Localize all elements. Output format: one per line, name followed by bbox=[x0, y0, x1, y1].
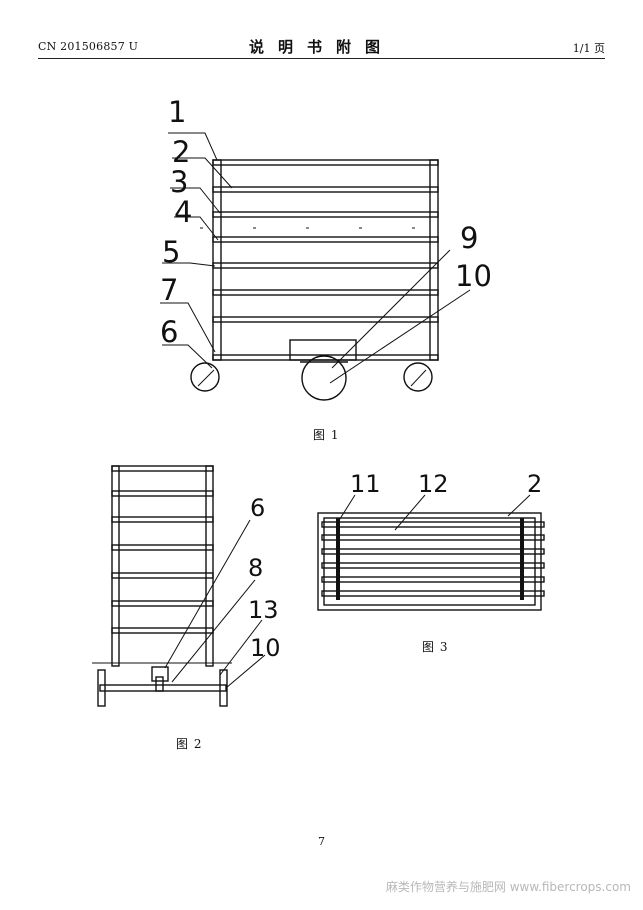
fig1-label: 6 bbox=[160, 315, 178, 349]
fig1-label: 9 bbox=[460, 221, 478, 255]
fig3-label: 11 bbox=[350, 470, 381, 498]
fig1-wheel-left bbox=[190, 362, 220, 392]
page-title: 说明书附图 bbox=[248, 38, 394, 56]
fig3-label: 12 bbox=[418, 470, 449, 498]
page-of-indicator: 1/1 页 bbox=[572, 42, 605, 55]
fig1-label: 7 bbox=[160, 273, 178, 307]
fig1-label: 4 bbox=[174, 195, 192, 229]
page-number: 7 bbox=[318, 835, 325, 848]
fig1-wheel-right bbox=[403, 362, 433, 392]
fig1-wheel-center bbox=[301, 355, 347, 401]
fig3-rods bbox=[321, 521, 545, 597]
figure-1-caption: 图 1 bbox=[313, 428, 340, 442]
fig2-label: 10 bbox=[250, 634, 281, 662]
fig3-right-bar bbox=[520, 518, 524, 600]
watermark: 麻类作物营养与施肥网 www.fibercrops.com bbox=[385, 880, 631, 894]
fig3-outer-frame bbox=[317, 512, 542, 611]
fig1-shelves bbox=[212, 159, 439, 361]
figure-3-drawing: 11 12 2 bbox=[317, 470, 545, 611]
figure-3-caption: 图 3 bbox=[422, 640, 449, 654]
fig1-label: 5 bbox=[162, 235, 180, 269]
fig2-caster bbox=[151, 666, 169, 682]
fig2-leg-left bbox=[97, 669, 106, 707]
fig2-label: 8 bbox=[248, 554, 263, 582]
fig2-label: 6 bbox=[250, 494, 265, 522]
fig1-leaders bbox=[160, 132, 471, 384]
fig3-label: 2 bbox=[527, 470, 542, 498]
fig1-right-post bbox=[429, 159, 439, 361]
figure-2-caption: 图 2 bbox=[176, 737, 203, 751]
fig1-label: 2 bbox=[172, 135, 190, 169]
fig3-leaders bbox=[337, 494, 531, 531]
fig3-left-bar bbox=[336, 518, 340, 600]
figure-2-drawing: 6 8 13 10 bbox=[92, 465, 281, 707]
fig2-leaders bbox=[164, 519, 266, 689]
fig1-label: 3 bbox=[170, 165, 188, 199]
fig1-left-post bbox=[212, 159, 222, 361]
header-divider bbox=[38, 58, 605, 59]
fig2-label: 13 bbox=[248, 596, 279, 624]
fig1-label: 1 bbox=[168, 95, 186, 129]
fig1-box bbox=[289, 339, 357, 361]
figure-1-drawing: 1 2 3 4 5 7 6 9 10 bbox=[160, 95, 492, 401]
fig2-shelves bbox=[111, 465, 214, 634]
publication-number: CN 201506857 U bbox=[38, 40, 139, 53]
fig1-label: 10 bbox=[455, 259, 492, 293]
